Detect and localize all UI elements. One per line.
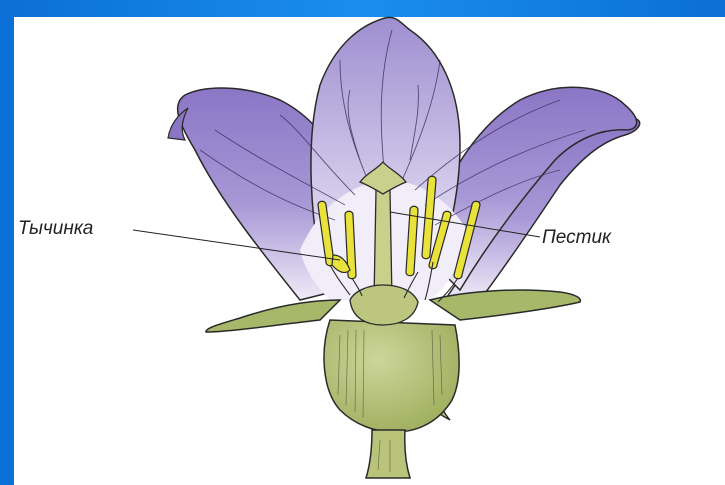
receptacle — [324, 320, 459, 478]
stalk — [366, 430, 410, 478]
ovary-base — [324, 320, 459, 432]
pistil-label: Пестик — [542, 228, 611, 248]
left-sepal — [206, 300, 340, 332]
stamen-label: Тычинка — [18, 219, 93, 239]
corolla — [168, 17, 640, 300]
